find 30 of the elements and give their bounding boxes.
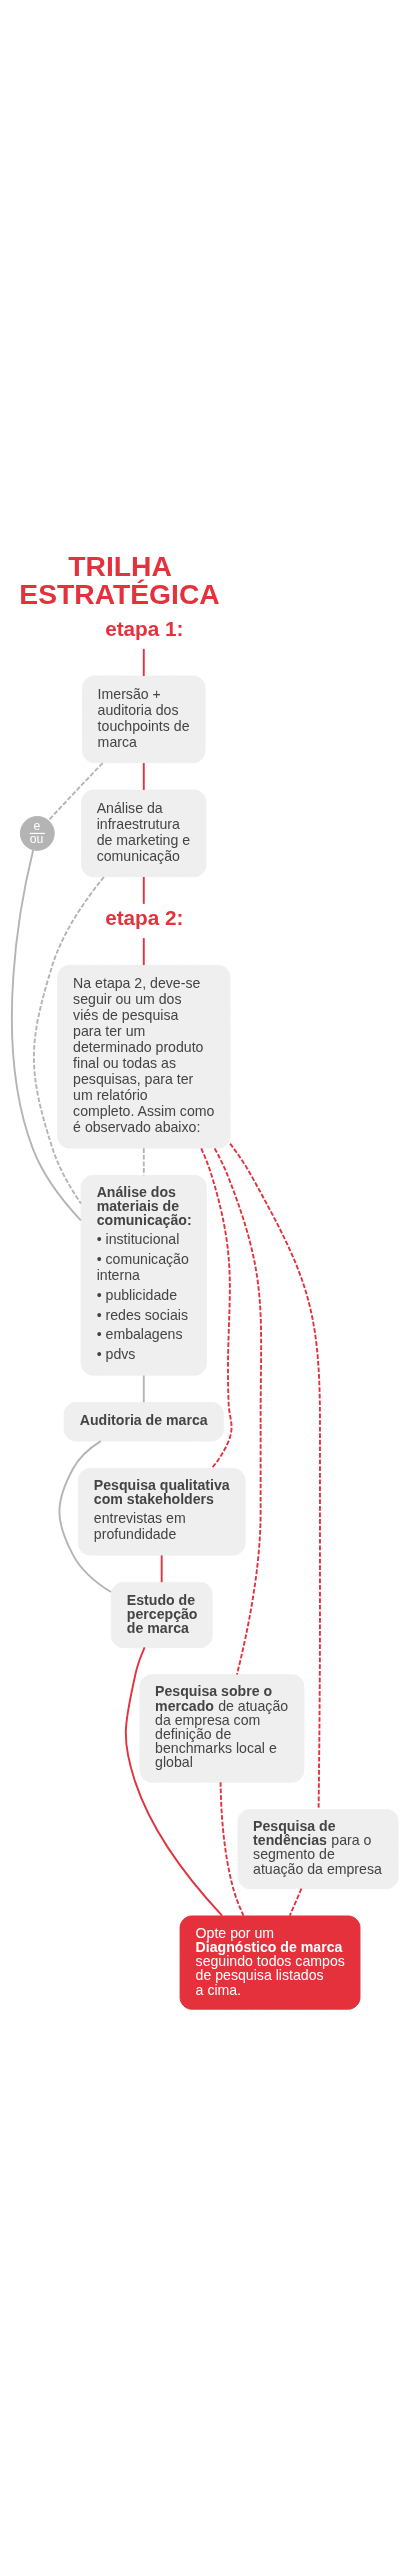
node-text: etapa 2: [105, 906, 184, 930]
connector [142, 762, 145, 791]
connector [160, 1554, 163, 1584]
node-box: Imersão + auditoria dos touchpoints de marca [82, 675, 206, 764]
connector [142, 937, 145, 966]
node-box: Pesquisa de tendências para o segmento de atuação da empresa [237, 1809, 399, 1890]
connector [33, 876, 105, 1205]
node-box: Pesquisa sobre o mercado de atuação da empresa com definição de benchmarks local e global [139, 1674, 305, 1783]
node-circle: e ou [19, 816, 55, 851]
connector [58, 1440, 112, 1593]
connector [142, 647, 145, 677]
node-box: Pesquisa qualitativa com stakeholders entrevistas em profundidade [77, 1467, 246, 1556]
connector [200, 1147, 233, 1470]
node-box: Auditoria de marca [63, 1402, 224, 1442]
connector [213, 1147, 263, 1676]
node-box: Na etapa 2, deve-se seguir ou um dos viés de pesquisa para ter um determinado produto final ou todas as pesquisas, para ter um relatório completo. Assim como é observado abaixo: [57, 964, 231, 1149]
node-box: Análise dos materiais de comunicação: • institucional • comunicação interna • publicidade • redes sociais • embalagens • pdvs [80, 1174, 207, 1376]
connector [288, 1887, 303, 1917]
connector [142, 876, 145, 905]
node-box: Opte por um Diagnóstico de marca seguindo todos campos de pesquisa listados a cima. [179, 1915, 361, 2010]
connector [229, 1142, 321, 1811]
node-text: etapa 1: [105, 617, 184, 641]
node-box: Estudo de percepção de marca [110, 1581, 213, 1648]
connector [47, 762, 104, 822]
connector [11, 849, 82, 1222]
connector [219, 1781, 245, 1917]
node-box: Análise da infraestrutura de marketing e comunicação [81, 789, 207, 878]
diagram-title: TRILHA ESTRATÉGICA [19, 550, 220, 611]
connector [124, 1646, 223, 1917]
connector [142, 1374, 145, 1404]
